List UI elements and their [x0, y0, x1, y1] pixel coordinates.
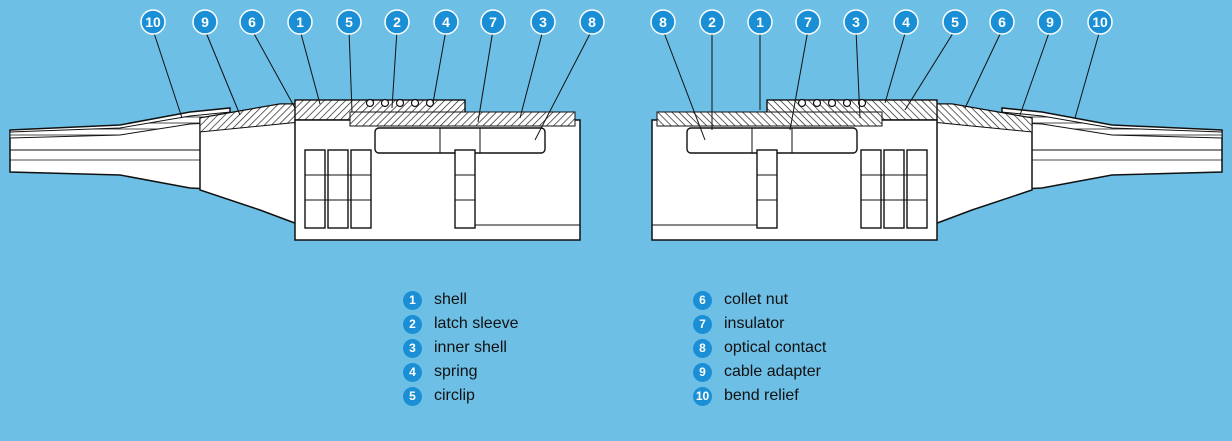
svg-text:1: 1: [756, 14, 764, 30]
svg-text:2: 2: [393, 14, 401, 30]
legend-label: insulator: [724, 315, 785, 332]
callout-badge: 9: [192, 9, 218, 35]
legend-label: bend relief: [724, 387, 799, 404]
svg-text:4: 4: [442, 14, 450, 30]
callout-badge: 4: [893, 9, 919, 35]
callout-badge: 6: [239, 9, 265, 35]
top-callouts-left: 10 9 6 1 5 2 4: [140, 9, 605, 35]
svg-text:9: 9: [1046, 14, 1054, 30]
legend-right-column: 6 collet nut 7 insulator 8 optical conta…: [693, 288, 993, 408]
legend-item: 2 latch sleeve: [403, 312, 703, 336]
legend-number-badge: 7: [693, 314, 712, 334]
svg-text:3: 3: [539, 14, 547, 30]
legend-number-badge: 4: [403, 362, 422, 382]
legend-label: collet nut: [724, 291, 789, 308]
legend-item: 1 shell: [403, 288, 703, 312]
receptacle-connector-right: [651, 98, 1223, 241]
legend-item: 8 optical contact: [693, 336, 993, 360]
svg-text:8: 8: [588, 14, 596, 30]
connector-cross-section-diagram: 10 9 6 1 5 2 4: [9, 9, 1223, 241]
legend-item: 9 cable adapter: [693, 360, 993, 384]
svg-text:6: 6: [248, 14, 256, 30]
legend-label: spring: [434, 363, 478, 380]
svg-text:5: 5: [345, 14, 353, 30]
callout-badge: 7: [795, 9, 821, 35]
callout-badge: 3: [843, 9, 869, 35]
top-callouts-right: 8 2 1 7 3 4 5: [650, 9, 1113, 35]
legend-number-badge: 9: [693, 362, 712, 382]
callout-badge: 6: [989, 9, 1015, 35]
callout-badge: 2: [699, 9, 725, 35]
legend-label: circlip: [434, 387, 475, 404]
callout-badge: 1: [287, 9, 313, 35]
legend-number-badge: 6: [693, 290, 712, 310]
legend-number-badge: 3: [403, 338, 422, 358]
callout-badge: 10: [1087, 9, 1113, 35]
legend-item: 5 circlip: [403, 384, 703, 408]
legend-number-badge: 5: [403, 386, 422, 406]
callout-leader-lines: [152, 29, 1101, 141]
legend-number-badge: 8: [693, 338, 712, 358]
legend-label: latch sleeve: [434, 315, 519, 332]
callout-badge: 9: [1037, 9, 1063, 35]
svg-text:2: 2: [708, 14, 716, 30]
svg-text:10: 10: [1092, 14, 1108, 30]
callout-badge: 8: [650, 9, 676, 35]
plug-connector-left: [9, 98, 581, 241]
svg-text:8: 8: [659, 14, 667, 30]
svg-text:7: 7: [804, 14, 812, 30]
legend-item: 4 spring: [403, 360, 703, 384]
legend-label: inner shell: [434, 339, 507, 356]
callout-badge: 5: [336, 9, 362, 35]
legend-number-badge: 2: [403, 314, 422, 334]
callout-badge: 8: [579, 9, 605, 35]
callout-badge: 2: [384, 9, 410, 35]
callout-badge: 5: [942, 9, 968, 35]
legend-left-column: 1 shell 2 latch sleeve 3 inner shell 4 s…: [403, 288, 703, 408]
legend-number-badge: 1: [403, 290, 422, 310]
svg-text:6: 6: [998, 14, 1006, 30]
callout-badge: 3: [530, 9, 556, 35]
svg-text:10: 10: [145, 14, 161, 30]
callout-badge: 4: [433, 9, 459, 35]
svg-text:9: 9: [201, 14, 209, 30]
legend-label: cable adapter: [724, 363, 821, 380]
callout-badge: 10: [140, 9, 166, 35]
svg-text:5: 5: [951, 14, 959, 30]
legend-label: optical contact: [724, 339, 827, 356]
legend-number-badge: 10: [693, 386, 712, 406]
svg-text:1: 1: [296, 14, 304, 30]
legend-label: shell: [434, 291, 467, 308]
svg-text:7: 7: [489, 14, 497, 30]
svg-text:4: 4: [902, 14, 910, 30]
legend-item: 7 insulator: [693, 312, 993, 336]
legend-item: 10 bend relief: [693, 384, 993, 408]
legend-item: 3 inner shell: [403, 336, 703, 360]
callout-badge: 1: [747, 9, 773, 35]
svg-text:3: 3: [852, 14, 860, 30]
legend-item: 6 collet nut: [693, 288, 993, 312]
callout-badge: 7: [480, 9, 506, 35]
